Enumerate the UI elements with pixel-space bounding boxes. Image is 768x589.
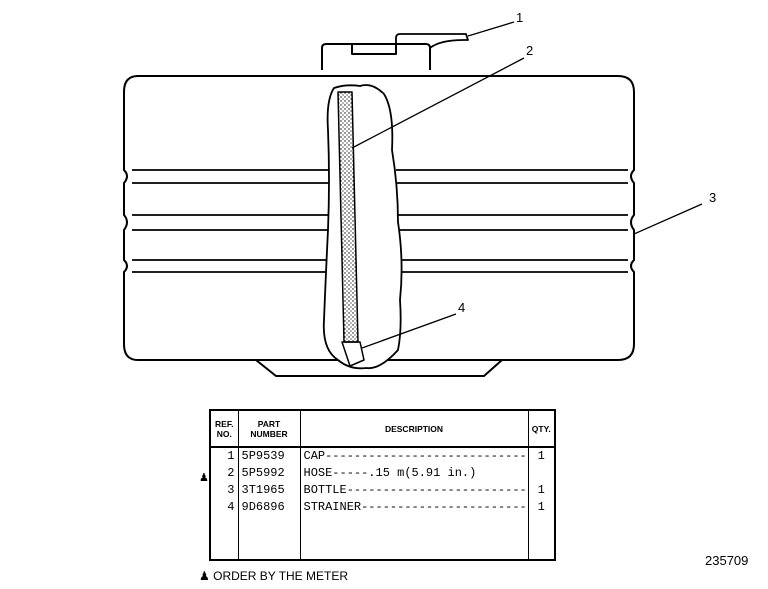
description-cell: CAP------------------------------ — [299, 447, 529, 465]
description-cell: STRAINER------------------------- — [299, 499, 529, 516]
order-by-meter-symbol: ♟ — [199, 569, 210, 583]
ref-cell: 4 — [209, 499, 239, 516]
part-number-cell: 3T1965 — [237, 482, 301, 499]
bottle-ribs — [132, 169, 628, 273]
ref-cell: 3 — [209, 482, 239, 499]
qty-cell — [527, 465, 556, 482]
qty-cell: 1 — [527, 482, 556, 499]
header-ref-no: REF. NO. — [209, 410, 239, 448]
callout-2: 2 — [526, 43, 533, 58]
ref-cell: 2 — [209, 465, 239, 482]
callout-3: 3 — [709, 190, 716, 205]
leader-lines — [351, 21, 703, 349]
cap — [321, 33, 469, 70]
header-description: DESCRIPTION — [299, 410, 529, 448]
figure-number: 235709 — [705, 553, 749, 568]
qty-cell: 1 — [527, 447, 556, 465]
table-row: 1 5P9539 CAP----------------------------… — [209, 447, 556, 465]
header-qty: QTY. — [527, 410, 556, 448]
bottle-base — [255, 359, 503, 377]
callout-4: 4 — [458, 300, 465, 315]
description-cell: BOTTLE--------------------------- — [299, 482, 529, 499]
table-filler-row — [209, 516, 556, 560]
table-row: 3 3T1965 BOTTLE-------------------------… — [209, 482, 556, 499]
bottle-exploded-drawing: 1 2 3 4 — [123, 10, 716, 377]
table-row: 2 5P5992 HOSE-----.15 m(5.91 in.) — [209, 465, 556, 482]
bottle-body — [123, 75, 635, 361]
qty-cell: 1 — [527, 499, 556, 516]
part-number-cell: 5P5992 — [237, 465, 301, 482]
order-by-meter-marker: ♟ — [199, 472, 209, 484]
callout-1: 1 — [516, 10, 523, 25]
parts-table: REF. NO. PART NUMBER DESCRIPTION QTY. 1 … — [209, 409, 556, 561]
footnote: ♟ ORDER BY THE METER — [199, 569, 348, 583]
description-cell: HOSE-----.15 m(5.91 in.) — [299, 465, 529, 482]
part-number-cell: 5P9539 — [237, 447, 301, 465]
table-row: 4 9D6896 STRAINER-----------------------… — [209, 499, 556, 516]
footnote-text: ORDER BY THE METER — [213, 569, 349, 583]
strainer — [341, 341, 365, 367]
ref-cell: 1 — [209, 447, 239, 465]
parts-table-header: REF. NO. PART NUMBER DESCRIPTION QTY. — [209, 410, 556, 448]
header-part-number: PART NUMBER — [237, 410, 301, 448]
part-number-cell: 9D6896 — [237, 499, 301, 516]
